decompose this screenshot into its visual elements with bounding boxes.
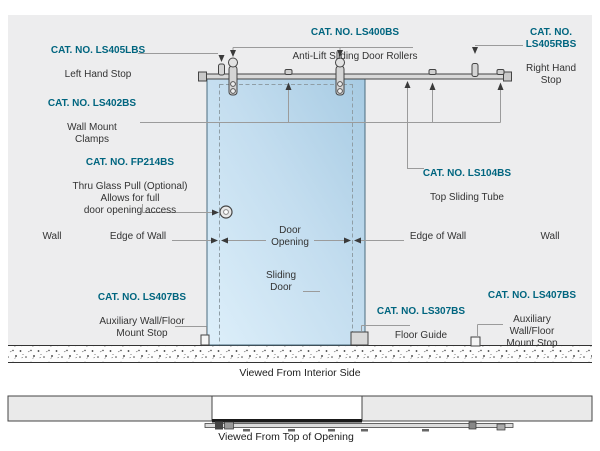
label-wall-mount-clamps: CAT. NO. LS402BS Wall Mount Clamps xyxy=(22,86,162,158)
label-text: Anti-Lift Sliding Door Rollers xyxy=(292,51,418,62)
caption-top-view: Viewed From Top of Opening xyxy=(218,431,354,443)
thru-glass-pull xyxy=(219,205,233,219)
right-hand-stop-hardware xyxy=(471,63,479,77)
wall-mount-clamp xyxy=(428,69,437,75)
top-view-roller xyxy=(224,421,234,430)
caption-interior-view: Viewed From Interior Side xyxy=(239,367,361,379)
arrowhead xyxy=(211,237,218,244)
arrowhead xyxy=(221,237,228,244)
label-thru-glass-pull: CAT. NO. FP214BS Thru Glass Pull (Option… xyxy=(50,145,210,229)
cat-no-text: CAT. NO. FP214BS xyxy=(85,157,175,168)
leader-line xyxy=(175,326,207,334)
top-view xyxy=(7,395,593,432)
wall-mount-clamp xyxy=(496,69,505,75)
floor-guide-hardware xyxy=(350,331,369,346)
cat-no-text: CAT. NO. LS407BS xyxy=(97,292,187,303)
cat-no-text: CAT. NO. LS402BS xyxy=(47,98,137,109)
label-aux-stop-right: CAT. NO. LS407BS Auxiliary Wall/Floor Mo… xyxy=(467,278,597,362)
label-text: Auxiliary Wall/Floor Mount Stop xyxy=(99,316,185,339)
door-opening-dashed-outline xyxy=(219,84,353,345)
arrowhead xyxy=(354,237,361,244)
cat-no-text: CAT. NO. LS405LBS xyxy=(50,45,146,56)
label-text: Thru Glass Pull (Optional) Allows for fu… xyxy=(72,181,188,216)
label-left-hand-stop: CAT. NO. LS405LBS Left Hand Stop xyxy=(28,33,168,93)
label-text: Right Hand Stop xyxy=(525,63,577,86)
cat-no-text: CAT. NO. LS407BS xyxy=(487,290,577,301)
arrowhead xyxy=(218,55,225,62)
leader-line xyxy=(477,324,503,336)
cat-no-text: CAT. NO. LS104BS xyxy=(422,168,512,179)
label-sliding-door: Sliding Door xyxy=(265,270,297,293)
label-right-hand-stop: CAT. NO. LS405RBS Right Hand Stop xyxy=(511,15,591,99)
label-text: Top Sliding Tube xyxy=(430,192,504,203)
label-text: Floor Guide xyxy=(394,330,448,341)
label-top-sliding-tube: CAT. NO. LS104BS Top Sliding Tube xyxy=(387,156,547,216)
top-view-clamp-marks xyxy=(243,429,429,432)
label-anti-lift-rollers: CAT. NO. LS400BS Anti-Lift Sliding Door … xyxy=(275,15,435,75)
label-wall-right: Wall xyxy=(540,231,560,242)
top-view-stop xyxy=(468,421,477,430)
arrowhead xyxy=(472,47,478,54)
label-text: Auxiliary Wall/Floor Mount Stop xyxy=(506,314,558,349)
left-hand-stop-hardware xyxy=(218,63,225,76)
top-view-header xyxy=(212,419,362,423)
tube-end-cap-left xyxy=(198,71,207,82)
top-view-door-panel xyxy=(204,423,514,428)
aux-mount-stop-right-block xyxy=(470,336,481,347)
label-edge-of-wall-left: Edge of Wall xyxy=(109,231,167,242)
leader-lines xyxy=(138,45,523,336)
tube-end-cap-right xyxy=(503,71,512,82)
wall-mount-clamp xyxy=(284,69,293,75)
label-text: Left Hand Stop xyxy=(64,69,132,80)
label-door-opening: Door Opening xyxy=(271,225,309,248)
arrowhead xyxy=(230,50,236,57)
arrowhead xyxy=(344,237,351,244)
cat-no-text: CAT. NO. LS405RBS xyxy=(525,27,577,50)
label-text: Wall Mount Clamps xyxy=(67,122,117,145)
top-view-end-clamp xyxy=(496,423,506,431)
label-wall-left: Wall xyxy=(42,231,62,242)
leader-line xyxy=(140,89,501,123)
leader-line xyxy=(361,325,410,331)
arrowhead xyxy=(429,82,436,90)
cat-no-text: CAT. NO. LS400BS xyxy=(310,27,400,38)
aux-mount-stop-left-block xyxy=(200,334,210,346)
top-view-opening xyxy=(211,395,363,422)
leader-line xyxy=(232,47,413,50)
arrowheads xyxy=(211,47,504,244)
leader-line xyxy=(142,204,212,213)
arrowhead xyxy=(285,82,292,90)
anti-lift-roller-right xyxy=(335,57,345,96)
arrowhead xyxy=(404,81,411,88)
leader-line xyxy=(407,87,424,169)
top-view-roller xyxy=(215,421,223,430)
arrowhead xyxy=(212,209,219,216)
arrowhead xyxy=(497,82,504,90)
label-aux-stop-left: CAT. NO. LS407BS Auxiliary Wall/Floor Mo… xyxy=(72,280,212,352)
anti-lift-roller-left xyxy=(228,57,238,96)
label-floor-guide: CAT. NO. LS307BS Floor Guide xyxy=(351,294,491,354)
arrowhead xyxy=(337,50,343,57)
label-edge-of-wall-right: Edge of Wall xyxy=(409,231,467,242)
cat-no-text: CAT. NO. LS307BS xyxy=(376,306,466,317)
floor-texture xyxy=(8,345,592,363)
